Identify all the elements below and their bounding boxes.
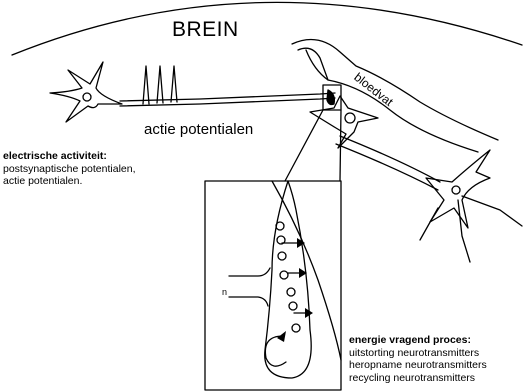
energy-process-heading: energie vragend proces: — [349, 334, 487, 347]
zoom-line-right — [340, 110, 341, 181]
vesicle — [278, 252, 286, 260]
inset-axon-lower — [229, 297, 268, 306]
postsynaptic-membrane — [272, 181, 341, 360]
neuron-right — [426, 150, 490, 228]
energy-process-line: heropname neurotransmitters — [349, 359, 487, 372]
vesicle — [292, 324, 300, 332]
neuron-label: n — [222, 287, 227, 297]
electrical-activity-line: postsynaptische potentialen, — [3, 163, 136, 176]
spike-1 — [143, 66, 149, 104]
brain-outline — [12, 2, 522, 55]
synapse-inset-frame — [205, 181, 341, 390]
projection-to-neuron-right — [340, 136, 440, 182]
neuron-right-dendrite-3 — [462, 196, 522, 226]
inset-axon-upper — [229, 268, 270, 276]
diagram-title: BREIN — [172, 18, 239, 42]
electrical-activity-block: electrische activiteit: postsynaptische … — [3, 150, 136, 188]
neuron-left-nucleus — [83, 93, 91, 101]
zoom-line-left — [285, 110, 323, 181]
neuron-middle-nucleus — [345, 113, 355, 123]
spike-3 — [171, 66, 177, 102]
neuron-right-dendrite-2 — [420, 208, 438, 240]
neuron-middle — [310, 96, 378, 148]
energy-process-block: energie vragend proces: uitstorting neur… — [349, 334, 487, 384]
action-potentials-label: actie potentialen — [144, 121, 253, 138]
vesicle — [280, 271, 288, 279]
neuron-left — [50, 62, 122, 122]
electrical-activity-heading: electrische activiteit: — [3, 150, 136, 163]
energy-process-line: recycling neurotransmitters — [349, 372, 487, 385]
axon-lower — [120, 98, 335, 106]
vesicle — [289, 302, 297, 310]
vesicle — [276, 222, 284, 230]
vesicle — [287, 288, 295, 296]
energy-process-line: uitstorting neurotransmitters — [349, 347, 487, 360]
electrical-activity-line: actie potentialen. — [3, 175, 136, 188]
neuron-right-nucleus — [452, 186, 460, 194]
projection-to-neuron-right-2 — [336, 144, 438, 190]
spike-2 — [157, 66, 163, 103]
synapse-terminal — [327, 90, 334, 105]
